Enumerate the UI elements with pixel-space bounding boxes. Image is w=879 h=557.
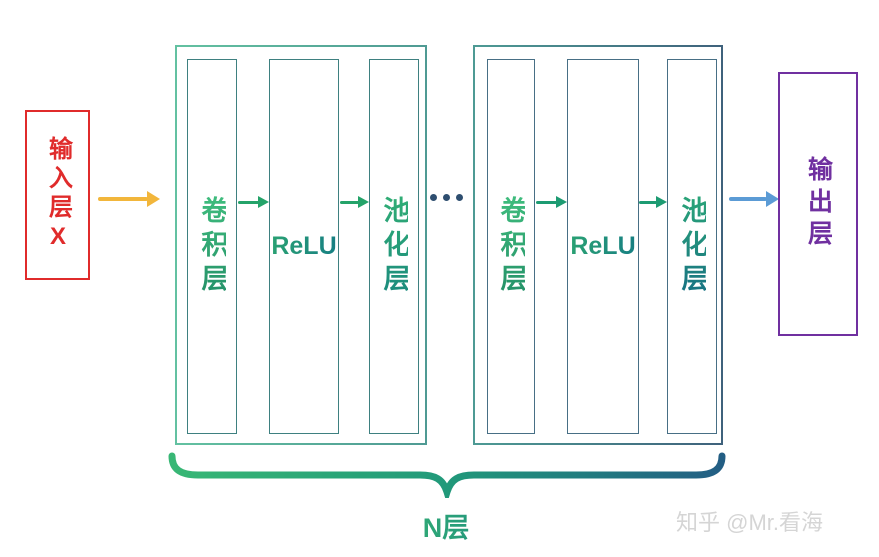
conv-layer-label: 卷积层 — [496, 195, 527, 298]
conv-layer-label: 卷积层 — [197, 195, 228, 298]
conv-to-relu-arrow-icon — [238, 192, 269, 212]
dot — [443, 194, 450, 201]
relu-label: ReLU — [570, 232, 636, 260]
dot — [456, 194, 463, 201]
conv-layer-box: 卷积层 — [187, 59, 237, 434]
output-layer-label: 输出层 — [804, 156, 833, 252]
conv-to-relu-arrow-icon — [536, 192, 567, 212]
arrow-head — [258, 196, 269, 208]
dot — [430, 194, 437, 201]
arrow-shaft — [238, 200, 259, 204]
arrow-head — [556, 196, 567, 208]
arrow-shaft — [639, 200, 657, 204]
n-layers-brace-icon — [168, 452, 726, 498]
ellipsis-dots-icon — [430, 194, 463, 201]
relu-to-pool-arrow-icon — [639, 192, 667, 212]
arrow-shaft — [98, 197, 148, 201]
conv-stage-group-2: 卷积层 ReLU 池化层 — [473, 45, 723, 445]
output-layer-box: 输出层 — [778, 72, 858, 336]
input-arrow-icon — [98, 189, 160, 209]
arrow-head — [147, 191, 160, 207]
input-layer-label: 输入层X — [44, 135, 72, 255]
watermark: 知乎 @Mr.看海 — [676, 510, 823, 535]
conv-layer-box: 卷积层 — [487, 59, 535, 434]
n-layers-label: N层 — [381, 506, 511, 545]
relu-to-pool-arrow-icon — [340, 192, 369, 212]
arrow-shaft — [729, 197, 767, 201]
pool-layer-box: 池化层 — [369, 59, 419, 434]
arrow-head — [766, 191, 779, 207]
pool-layer-label: 池化层 — [677, 195, 708, 298]
input-layer-box: 输入层X — [25, 110, 90, 280]
arrow-shaft — [340, 200, 359, 204]
pool-layer-label: 池化层 — [379, 195, 410, 298]
arrow-head — [358, 196, 369, 208]
relu-box: ReLU — [567, 59, 639, 434]
arrow-shaft — [536, 200, 557, 204]
output-arrow-icon — [729, 189, 779, 209]
arrow-head — [656, 196, 667, 208]
relu-label: ReLU — [271, 232, 337, 260]
pool-layer-box: 池化层 — [667, 59, 717, 434]
relu-box: ReLU — [269, 59, 339, 434]
conv-stage-group-1: 卷积层 ReLU 池化层 — [175, 45, 427, 445]
